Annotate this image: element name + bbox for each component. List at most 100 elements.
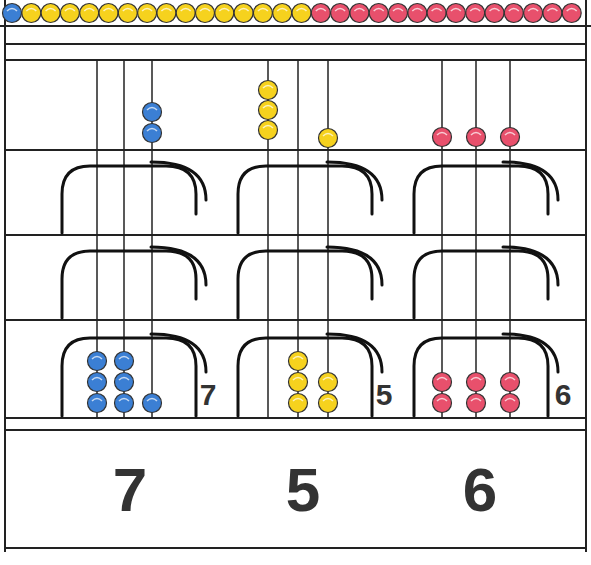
- bead-shine: [490, 9, 500, 12]
- bead: [115, 373, 134, 392]
- beads: [3, 4, 582, 413]
- bead: [118, 4, 137, 23]
- bead: [259, 101, 278, 120]
- bead-shine: [219, 9, 229, 12]
- bead-shine: [393, 9, 403, 12]
- bead-shine: [181, 9, 191, 12]
- bead-shine: [323, 134, 333, 137]
- bead-shine: [258, 9, 268, 12]
- bead-shine: [505, 399, 515, 402]
- bead: [143, 394, 162, 413]
- bead: [319, 394, 338, 413]
- bead: [253, 4, 272, 23]
- bead: [143, 124, 162, 143]
- bead-shine: [92, 399, 102, 402]
- result-digit: 5: [286, 459, 320, 521]
- house-roof: [503, 247, 558, 285]
- bead: [389, 4, 408, 23]
- house-roof: [151, 334, 206, 372]
- bead-shine: [412, 9, 422, 12]
- bead: [311, 4, 330, 23]
- bead-shine: [354, 9, 364, 12]
- bead-shine: [200, 9, 210, 12]
- bead-shine: [119, 357, 129, 360]
- house-roof: [327, 334, 382, 372]
- bead: [234, 4, 253, 23]
- bead-shine: [263, 86, 273, 89]
- bead-shine: [374, 9, 384, 12]
- bead: [524, 4, 543, 23]
- bead: [562, 4, 581, 23]
- house-arch: [62, 166, 196, 233]
- bead-shine: [505, 378, 515, 381]
- bead-shine: [92, 357, 102, 360]
- bead: [138, 4, 157, 23]
- bead: [466, 4, 485, 23]
- house-roof: [503, 162, 558, 200]
- bead: [501, 394, 520, 413]
- house-arch: [62, 338, 196, 416]
- bead-shine: [26, 9, 36, 12]
- bead: [543, 4, 562, 23]
- bead-shine: [323, 378, 333, 381]
- bead-shine: [84, 9, 94, 12]
- house-count: 6: [555, 380, 572, 410]
- frame-lines: [0, 0, 591, 552]
- house-roof: [151, 162, 206, 200]
- bead-shine: [528, 9, 538, 12]
- house-arch: [238, 338, 372, 416]
- bead: [3, 4, 22, 23]
- bead: [319, 129, 338, 148]
- bead-shine: [147, 129, 157, 132]
- bead: [41, 4, 60, 23]
- rod: [475, 60, 477, 418]
- house-roof: [503, 334, 558, 372]
- house-count: 7: [200, 380, 217, 410]
- rods: [97, 60, 510, 418]
- house-arch: [414, 166, 548, 233]
- bead-shine: [505, 133, 515, 136]
- bead: [331, 4, 350, 23]
- bead-shine: [451, 9, 461, 12]
- bead-shine: [92, 378, 102, 381]
- bead: [289, 373, 308, 392]
- bead-shine: [142, 9, 152, 12]
- rod: [327, 60, 329, 418]
- bead-shine: [509, 9, 519, 12]
- bead: [369, 4, 388, 23]
- bead: [259, 81, 278, 100]
- bead-shine: [567, 9, 577, 12]
- rod: [509, 60, 511, 418]
- bead: [467, 128, 486, 147]
- bead: [99, 4, 118, 23]
- bead-shine: [335, 9, 345, 12]
- bead-shine: [147, 399, 157, 402]
- bead-shine: [471, 378, 481, 381]
- bead-shine: [297, 9, 307, 12]
- bead: [115, 394, 134, 413]
- houses: [62, 162, 558, 416]
- bead-shine: [65, 9, 75, 12]
- bead: [485, 4, 504, 23]
- bead: [88, 373, 107, 392]
- house-arch: [238, 166, 372, 233]
- bead: [60, 4, 79, 23]
- house-arch: [414, 338, 548, 416]
- bead: [289, 352, 308, 371]
- bead-shine: [437, 399, 447, 402]
- bead: [176, 4, 195, 23]
- bead-shine: [161, 9, 171, 12]
- bead: [215, 4, 234, 23]
- bead: [446, 4, 465, 23]
- house-arch: [238, 251, 372, 318]
- bead-shine: [471, 399, 481, 402]
- house-roof: [327, 247, 382, 285]
- bead-shine: [316, 9, 326, 12]
- bead-shine: [239, 9, 249, 12]
- bead-shine: [547, 9, 557, 12]
- bead: [196, 4, 215, 23]
- bead: [88, 352, 107, 371]
- bead: [259, 121, 278, 140]
- bead-shine: [147, 108, 157, 111]
